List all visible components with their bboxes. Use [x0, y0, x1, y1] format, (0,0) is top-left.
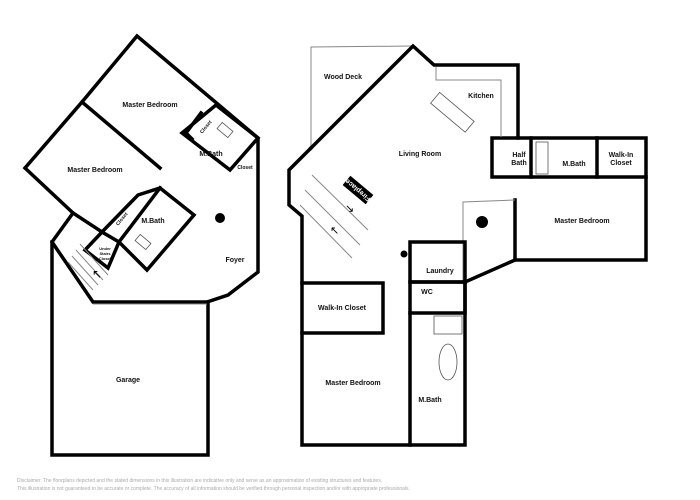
fireplace	[342, 175, 374, 205]
room-label: Garage	[116, 377, 140, 384]
room-label: Wood Deck	[324, 74, 362, 81]
room-label: WC	[421, 289, 433, 296]
stairs: ↖	[67, 243, 109, 291]
bedroom-divider-wall	[79, 99, 163, 171]
room-label: Closet	[115, 211, 130, 227]
bedroom-wall	[513, 175, 648, 262]
lower-bath-wall	[116, 185, 197, 273]
room-label: Master Bedroom	[67, 167, 122, 174]
stairs-arrow-icon: ↖	[330, 225, 339, 237]
left-floor-plan: ↖ Master Bedroom Master Bedroom Closet C…	[22, 33, 261, 457]
shower	[433, 315, 463, 335]
column	[476, 216, 488, 228]
room-label: Under	[99, 246, 111, 251]
room-label: Kitchen	[468, 93, 494, 100]
bath-row-wall	[490, 136, 648, 179]
room-label: Closet	[610, 160, 632, 167]
room-label: Half	[512, 152, 526, 159]
wood-deck-outline	[310, 45, 414, 148]
room-label: Foyer	[225, 257, 244, 264]
upper-closet-wall	[183, 110, 204, 142]
column	[215, 213, 225, 223]
bathtub	[216, 121, 234, 139]
bathtub	[134, 233, 152, 251]
room-label: Stairs	[99, 251, 111, 256]
bedroom-wall	[70, 210, 105, 235]
walk-in-closet-wall	[300, 281, 385, 335]
room-label: Master Bedroom	[554, 218, 609, 225]
room-label: Closet	[99, 256, 112, 261]
exterior-wall	[308, 43, 520, 151]
room-label: Closet	[237, 165, 253, 171]
garage-wall	[50, 240, 210, 457]
upper-bath-wall	[179, 102, 261, 173]
bathtub	[438, 343, 458, 381]
wc-wall	[408, 280, 467, 315]
right-floor-plan: ↖ ↘ Fireplace Wood Deck Kitchen Living R…	[287, 43, 648, 447]
room-label: M.Bath	[562, 161, 585, 168]
bathtub	[535, 141, 549, 175]
room-label: M.Bath	[418, 397, 441, 404]
laundry-wall	[408, 240, 467, 284]
room-label: Bath	[511, 160, 527, 167]
room-label: Laundry	[426, 268, 454, 275]
stairs-arrow-icon: ↘	[345, 203, 354, 215]
column	[400, 250, 408, 258]
under-stairs-closet-wall	[82, 229, 122, 271]
room-label: M.Bath	[199, 151, 222, 158]
stairs-arrow-icon: ↖	[92, 267, 102, 281]
room-label: Master Bedroom	[122, 102, 177, 109]
room-label: Master Bedroom	[325, 380, 380, 387]
room-label: Living Room	[399, 151, 441, 158]
room-label: Closet	[199, 119, 214, 135]
disclaimer-line-2: This illustration is not guaranteed to b…	[17, 486, 410, 492]
lower-closet-wall	[99, 185, 163, 235]
stairs: ↖ ↘	[299, 174, 369, 259]
room-label: Walk-In	[609, 152, 634, 159]
exterior-wall	[287, 145, 517, 447]
hall-wall	[462, 199, 516, 282]
disclaimer-line-1: Disclaimer: The floorplans depicted and …	[17, 478, 383, 484]
room-label: M.Bath	[141, 218, 164, 225]
room-label: Walk-In Closet	[318, 305, 367, 312]
kitchen-counter	[435, 67, 502, 137]
kitchen-island	[430, 91, 475, 133]
